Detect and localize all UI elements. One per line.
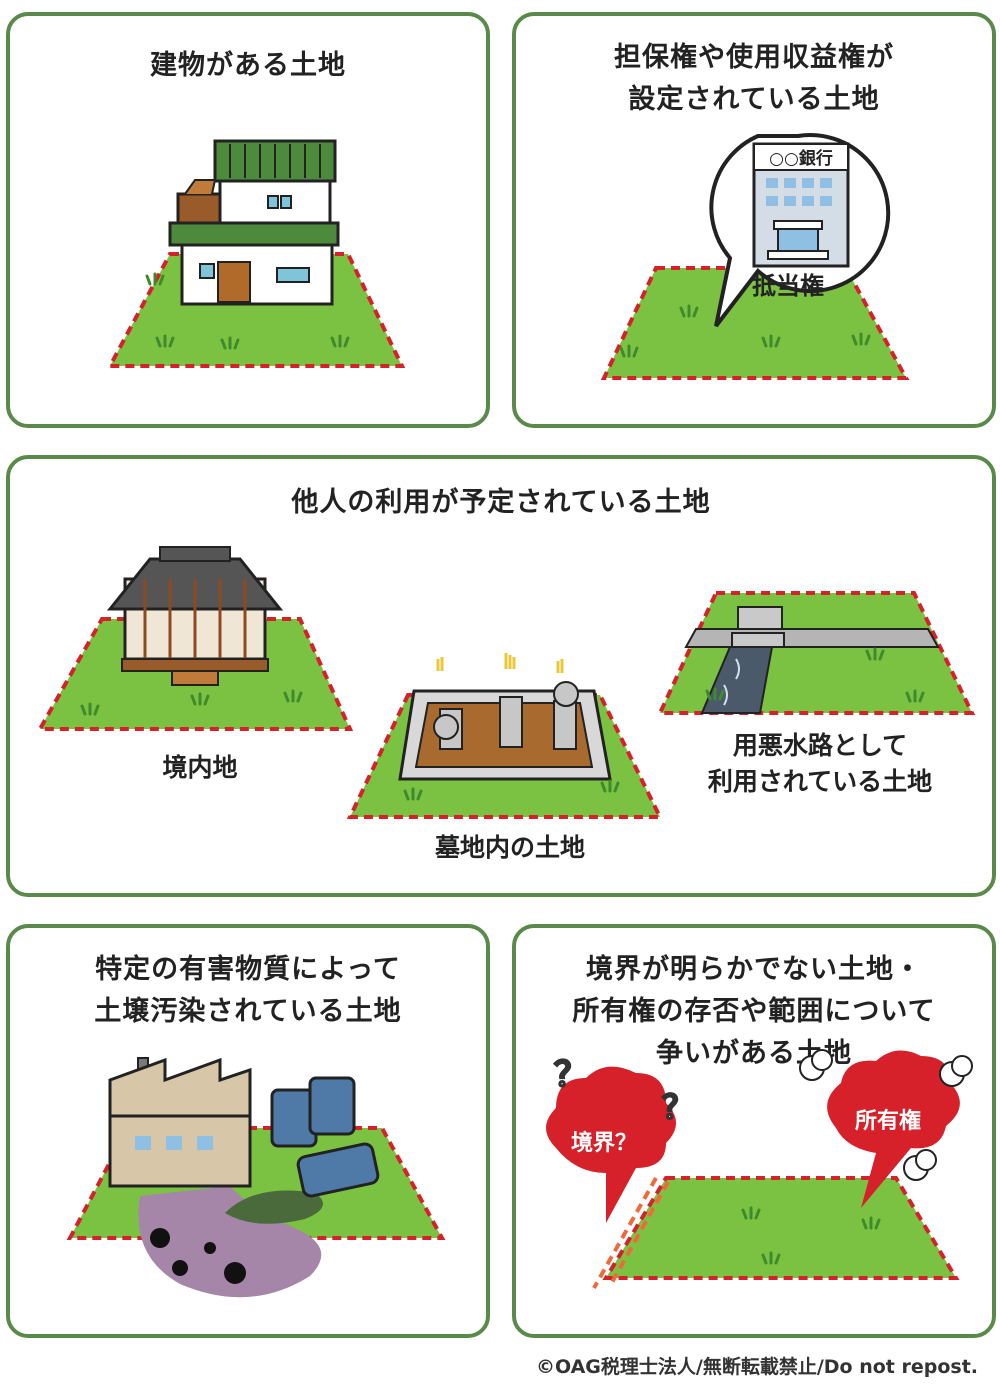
factory-icon (108, 1057, 252, 1188)
panel-title-line1: 境界が明らかでない土地・ (586, 954, 922, 985)
boundary-bubble-text: 境界？ (571, 1130, 637, 1156)
question-mark-1: ？ (554, 1055, 588, 1095)
canal-road-icon (684, 606, 940, 714)
temple-label: 境内地 (162, 753, 238, 782)
panel-title-line2: 所有権の存否や範囲について (572, 996, 936, 1027)
panel-others-use: 他人の利用が予定されている土地 (6, 455, 996, 897)
panel-boundary-dispute: 境界が明らかでない土地・ 所有権の存否や範囲について 争いがある土地 境界？ ？… (512, 924, 996, 1338)
copyright-footer: ©OAG税理士法人/無断転載禁止/Do not repost. (535, 1356, 978, 1378)
panel-title-line2: 土壌汚染されている土地 (94, 996, 402, 1027)
grass-plot (602, 1176, 960, 1280)
polluted-land-illustration (66, 1057, 446, 1298)
toxic-spots (150, 1228, 246, 1284)
oil-stain (225, 1190, 323, 1224)
bank-sign: ○○銀行 (769, 148, 833, 169)
canal-grass-plot (656, 591, 976, 715)
cemetery-label: 墓地内の土地 (434, 833, 585, 862)
building-land-illustration (106, 139, 406, 368)
ambiguous-boundary-lines (592, 1177, 670, 1289)
panel-polluted: 特定の有害物質によって 土壌汚染されている土地 (6, 924, 490, 1338)
canal-label-line1: 用悪水路として (732, 731, 908, 760)
ownership-bubble (827, 1050, 960, 1208)
others-use-illustration (36, 546, 976, 819)
house-icon (168, 139, 340, 306)
oil-drum-icons (270, 1076, 380, 1198)
panel-building: 建物がある土地 (6, 12, 490, 428)
grass-tufts (145, 272, 350, 350)
ownership-bubble-text: 所有権 (855, 1108, 921, 1134)
canal-label-line2: 利用されている土地 (707, 767, 933, 796)
question-mark-2: ？ (662, 1088, 694, 1126)
grass-tufts (619, 304, 871, 358)
bank-building-icon (752, 142, 850, 268)
panel-title-line1: 特定の有害物質によって (95, 954, 401, 985)
panel-title-line1: 担保権や使用収益権が (614, 42, 894, 73)
panel-title: 他人の利用が予定されている土地 (291, 487, 711, 518)
panel-title-line2: 設定されている土地 (628, 84, 880, 115)
panel-title: 建物がある土地 (150, 50, 346, 81)
boundary-bubble (546, 1066, 676, 1223)
mortgage-bubble-text: 抵当権 (752, 272, 824, 300)
steam-puffs (799, 1049, 973, 1181)
boundary-dispute-illustration: 境界？ ？ ？ 所有権 (546, 1049, 973, 1289)
temple-icon (106, 546, 284, 686)
mortgage-illustration: ○○銀行 抵当権 (600, 133, 910, 380)
panel-mortgage: 担保権や使用収益権が 設定されている土地 ○○銀行 抵当権 (512, 12, 996, 428)
cemetery-icon (398, 653, 612, 781)
